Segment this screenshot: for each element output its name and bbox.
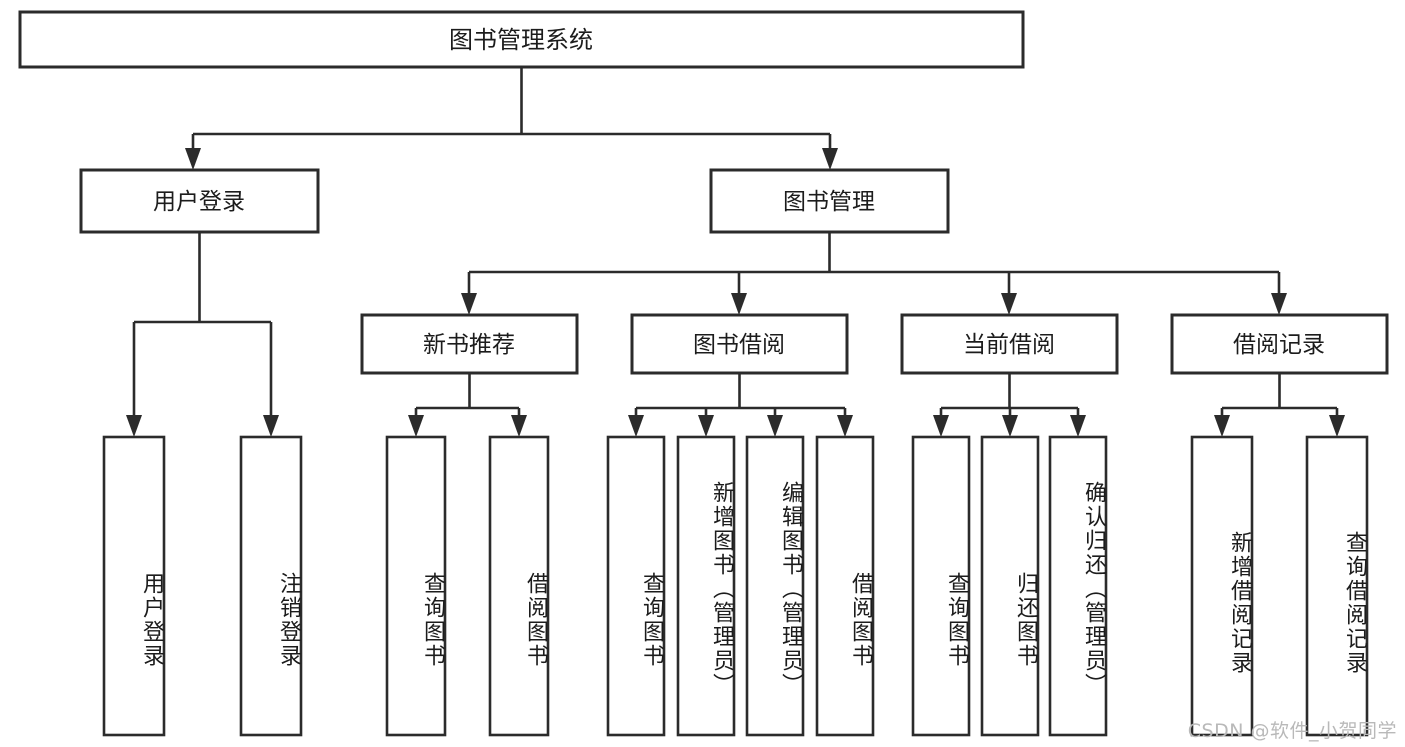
node-user-login-label: 用户登录 (153, 189, 245, 215)
arrowhead-book-borrow (731, 293, 747, 315)
arrowhead-leaf-confirm-return (1070, 415, 1086, 437)
node-current-borrow-box[interactable] (900, 313, 1119, 375)
node-leaf-edit-book-box[interactable] (745, 435, 805, 737)
arrowhead-leaf-query-record (1329, 415, 1345, 437)
arrowhead-new-book-rec (461, 293, 477, 315)
node-new-book-rec[interactable]: 新书推荐 (360, 313, 579, 375)
node-borrow-record-box[interactable] (1170, 313, 1389, 375)
node-user-login-box[interactable] (79, 168, 320, 234)
node-current-borrow-label: 当前借阅 (963, 332, 1055, 358)
arrowhead-book-manage (822, 148, 838, 170)
arrowhead-leaf-user-login (126, 415, 142, 437)
node-leaf-query-book-1-box[interactable] (385, 435, 447, 737)
node-book-manage-label: 图书管理 (783, 189, 875, 215)
node-book-manage-box[interactable] (709, 168, 950, 234)
node-root[interactable]: 图书管理系统 (18, 10, 1025, 69)
connectors-root-to-level2 (185, 67, 838, 170)
node-book-borrow-label: 图书借阅 (693, 332, 785, 358)
arrowhead-leaf-edit-book (767, 415, 783, 437)
leaf-boxes (102, 435, 1369, 737)
node-leaf-confirm-return-box[interactable] (1048, 435, 1108, 737)
arrowhead-current-borrow (1001, 293, 1017, 315)
node-leaf-add-book-box[interactable] (676, 435, 736, 737)
node-book-manage[interactable]: 图书管理 (709, 168, 950, 234)
node-leaf-user-login-box[interactable] (102, 435, 166, 737)
arrowhead-leaf-borrow-book-2 (837, 415, 853, 437)
arrowhead-leaf-query-book-2 (628, 415, 644, 437)
connectors-book-manage-to-level3 (461, 232, 1287, 315)
connectors-new-book-rec-to-leaves (408, 373, 527, 437)
arrowhead-leaf-borrow-book-1 (511, 415, 527, 437)
node-new-book-rec-label: 新书推荐 (423, 332, 515, 358)
node-new-book-rec-box[interactable] (360, 313, 579, 375)
connectors-book-borrow-to-leaves (628, 373, 853, 437)
node-leaf-query-book-2-box[interactable] (606, 435, 666, 737)
node-leaf-query-record-box[interactable] (1305, 435, 1369, 737)
arrowhead-leaf-logout (263, 415, 279, 437)
node-book-borrow-box[interactable] (630, 313, 849, 375)
arrowhead-leaf-return-book (1002, 415, 1018, 437)
node-root-label: 图书管理系统 (449, 26, 593, 54)
node-leaf-add-record-box[interactable] (1190, 435, 1254, 737)
node-root-box[interactable] (18, 10, 1025, 69)
node-borrow-record-label: 借阅记录 (1233, 332, 1325, 358)
node-current-borrow[interactable]: 当前借阅 (900, 313, 1119, 375)
node-book-borrow[interactable]: 图书借阅 (630, 313, 849, 375)
connectors-current-borrow-to-leaves (933, 373, 1086, 437)
csdn-watermark: CSDN @软件_小贺同学 (1187, 720, 1397, 742)
node-leaf-logout-box[interactable] (239, 435, 303, 737)
node-borrow-record[interactable]: 借阅记录 (1170, 313, 1389, 375)
arrowhead-leaf-query-book-3 (933, 415, 949, 437)
node-leaf-query-book-3-box[interactable] (911, 435, 971, 737)
node-leaf-return-book-box[interactable] (980, 435, 1040, 737)
connectors-user-login-to-leaves (126, 232, 279, 437)
node-leaf-borrow-book-2-box[interactable] (815, 435, 875, 737)
arrowhead-leaf-query-book-1 (408, 415, 424, 437)
arrowhead-leaf-add-record (1214, 415, 1230, 437)
connectors-borrow-record-to-leaves (1214, 373, 1345, 437)
arrowhead-user-login (185, 148, 201, 170)
node-leaf-borrow-book-1-box[interactable] (488, 435, 550, 737)
arrowhead-leaf-add-book (698, 415, 714, 437)
node-user-login[interactable]: 用户登录 (79, 168, 320, 234)
arrowhead-borrow-record (1271, 293, 1287, 315)
